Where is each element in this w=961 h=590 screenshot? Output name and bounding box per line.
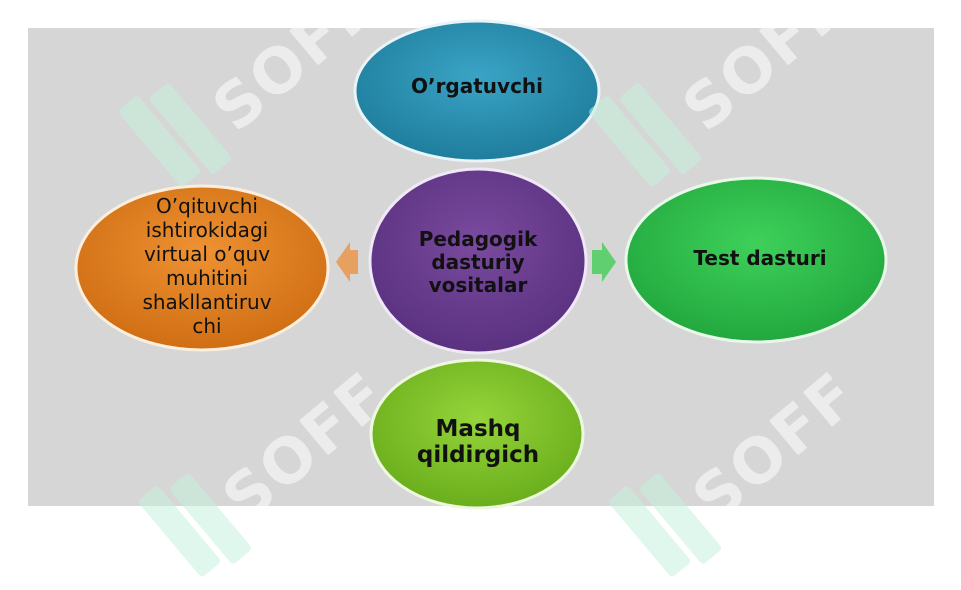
node-top-ellipse <box>353 19 601 163</box>
arrow-right <box>592 242 616 282</box>
node-top-label: O’rgatuvchi <box>410 73 544 98</box>
node-left-label: O’qituvchi ishtirokidagi virtual o’quv m… <box>142 194 272 338</box>
node-center-label: Pedagogik dasturiy vositalar <box>418 226 538 297</box>
diagram-canvas <box>74 19 888 510</box>
node-left-ellipse <box>74 184 330 352</box>
node-bottom-label: Mashq qildirgich <box>416 415 540 468</box>
node-right-label: Test dasturi <box>693 245 827 270</box>
node-bottom-ellipse <box>369 358 585 510</box>
node-right-ellipse <box>624 176 888 344</box>
arrow-left <box>336 242 358 282</box>
node-center-ellipse <box>368 167 588 355</box>
